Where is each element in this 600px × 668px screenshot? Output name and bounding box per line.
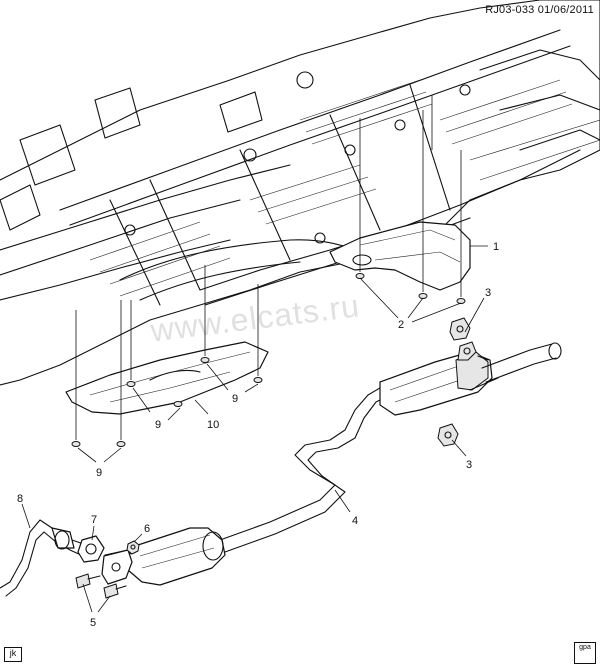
callout-2: 2 xyxy=(398,319,404,331)
callout-4: 4 xyxy=(352,515,358,527)
callout-6: 6 xyxy=(144,523,150,535)
callout-10: 10 xyxy=(207,419,219,431)
underbody-floor-pan xyxy=(0,0,600,386)
shield-fasteners-9 xyxy=(71,357,263,447)
assembly-lines xyxy=(75,95,462,440)
callout-1: 1 xyxy=(493,241,499,253)
flange-bracket xyxy=(101,549,133,585)
diagram-reference: RJ03-033 01/06/2011 xyxy=(485,4,594,16)
flange-nut xyxy=(126,540,140,555)
callout-numbers: 1 2 3 3 4 5 6 7 8 9 9 9 10 xyxy=(17,241,499,629)
gpa-logo-icon: gpa xyxy=(574,642,596,664)
hanger-insulator-lower xyxy=(437,423,459,447)
intermediate-pipe-with-resonator xyxy=(104,384,393,586)
callout-3-upper: 3 xyxy=(485,287,491,299)
rear-muffler xyxy=(379,342,562,416)
callout-8: 8 xyxy=(17,493,23,505)
callout-9-right: 9 xyxy=(232,393,238,405)
hanger-insulator-upper xyxy=(449,317,477,361)
front-heat-shield xyxy=(65,341,269,415)
gpa-logo-text: gpa xyxy=(579,644,591,651)
callout-9-left: 9 xyxy=(96,467,102,479)
callout-9-mid: 9 xyxy=(155,419,161,431)
footer-code-box: jk xyxy=(4,647,22,662)
callout-3-lower: 3 xyxy=(466,459,472,471)
exhaust-gasket xyxy=(77,535,105,563)
flange-bolts xyxy=(75,573,127,599)
front-exhaust-pipe xyxy=(0,519,96,597)
callout-7: 7 xyxy=(91,514,97,526)
leader-lines xyxy=(21,245,488,613)
rear-heat-shield xyxy=(329,221,471,291)
callout-5: 5 xyxy=(90,617,96,629)
